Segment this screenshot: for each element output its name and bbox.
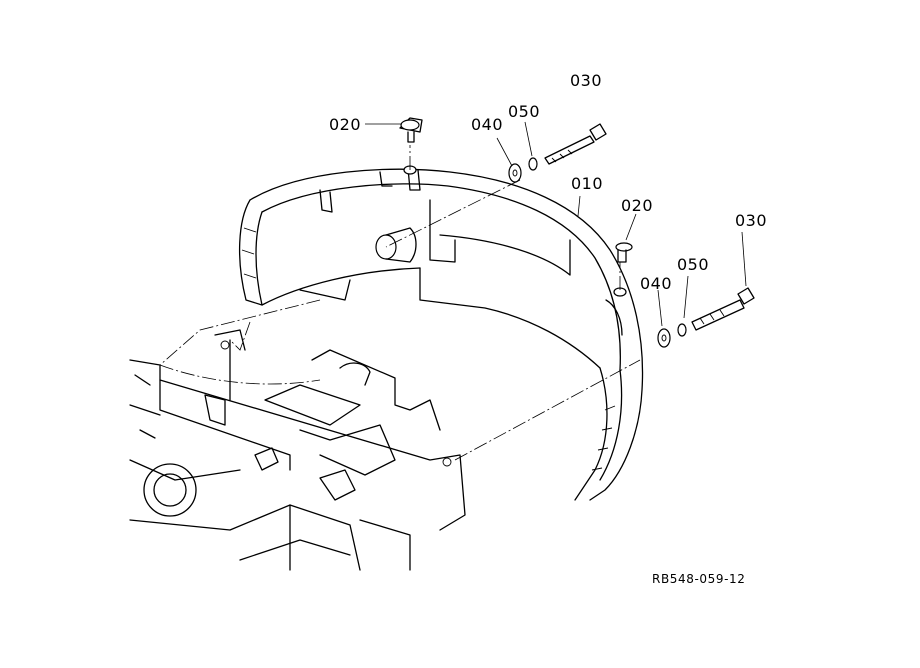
callout-020-right: 020 <box>621 196 654 215</box>
machine-frame <box>129 329 466 571</box>
callout-040-right: 040 <box>640 274 673 293</box>
callout-050-top: 050 <box>508 102 541 121</box>
hardware-top-set <box>365 117 607 183</box>
callout-030-right: 030 <box>735 211 768 230</box>
callout-030-top: 030 <box>570 71 603 90</box>
hardware-right-set <box>577 195 755 348</box>
callout-040-top: 040 <box>471 115 504 134</box>
assembly-center-lines <box>159 145 641 461</box>
callout-020-top: 020 <box>329 115 362 134</box>
drawing-id: RB548-059-12 <box>652 572 746 586</box>
callout-010: 010 <box>571 174 604 193</box>
counterweight-010 <box>238 165 644 501</box>
callout-050-right: 050 <box>677 255 710 274</box>
